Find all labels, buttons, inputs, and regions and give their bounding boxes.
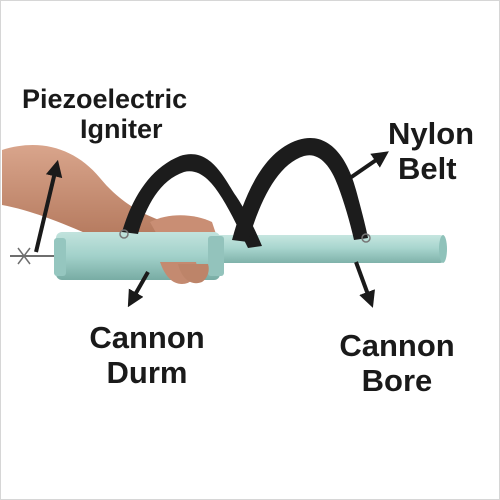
bore-end (439, 235, 447, 263)
nylon-belt (122, 154, 262, 248)
label-piezoelectric-igniter: Piezoelectric Igniter (22, 84, 187, 144)
bore-arrow (354, 261, 375, 308)
belt-label-line1: Nylon (388, 116, 475, 151)
igniter-spike (10, 247, 62, 265)
drum-label-line1: Cannon (89, 320, 205, 355)
label-nylon-belt: Nylon Belt (388, 116, 474, 186)
drum-end-cap (54, 238, 66, 276)
drum-collar (208, 236, 224, 276)
belt-label-line2: Belt (398, 151, 457, 186)
bore-label-line2: Bore (361, 363, 433, 398)
label-cannon-durm: Cannon Durm (72, 320, 222, 390)
igniter-arrow (34, 159, 63, 253)
drum-arrow (127, 271, 150, 308)
igniter-label-line2: Igniter (80, 114, 163, 144)
belt-arrow (348, 151, 389, 180)
cannon-bore-tube (212, 235, 444, 263)
drum-label-line2: Durm (106, 355, 188, 390)
label-cannon-bore: Cannon Bore (322, 328, 472, 398)
bore-label-line1: Cannon (339, 328, 455, 363)
nylon-belt-strap (232, 138, 368, 242)
igniter-label-line1: Piezoelectric (22, 84, 188, 114)
